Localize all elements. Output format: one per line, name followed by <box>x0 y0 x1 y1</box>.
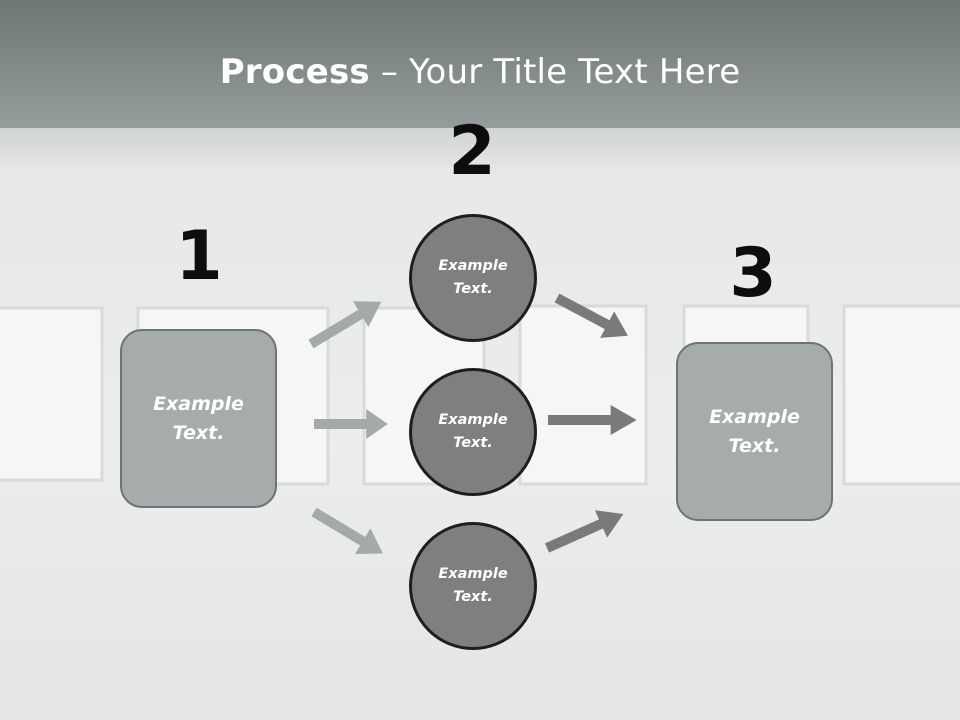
slide-title: Process – Your Title Text Here <box>0 52 960 92</box>
arrow-1-to-2-middle <box>314 409 388 439</box>
step-2-circle-bottom-text: Example Text. <box>438 566 508 605</box>
step-1-text: Example Text. <box>153 392 244 444</box>
step-number-1: 1 <box>175 217 223 296</box>
title-strong: Process <box>219 52 370 92</box>
step-2-circle-top-text: Example Text. <box>438 258 508 297</box>
arrow-2-to-3-top <box>549 284 635 349</box>
arrow-1-to-2-top <box>303 288 390 357</box>
step-2-circle-bottom: Example Text. <box>409 522 537 650</box>
step-2-circle-top: Example Text. <box>409 214 537 342</box>
arrow-2-to-3-middle <box>548 405 637 435</box>
step-2-circle-middle-text: Example Text. <box>438 412 508 451</box>
step-1-box: Example Text. <box>120 329 277 508</box>
step-3-box: Example Text. <box>676 342 833 521</box>
step-3-text: Example Text. <box>709 405 800 457</box>
arrow-1-to-2-bottom <box>306 499 391 567</box>
arrow-2-to-3-bottom <box>540 500 630 562</box>
title-rest: – Your Title Text Here <box>369 52 741 92</box>
step-number-3: 3 <box>729 234 777 313</box>
step-2-circle-middle: Example Text. <box>409 368 537 496</box>
step-number-2: 2 <box>448 112 496 191</box>
